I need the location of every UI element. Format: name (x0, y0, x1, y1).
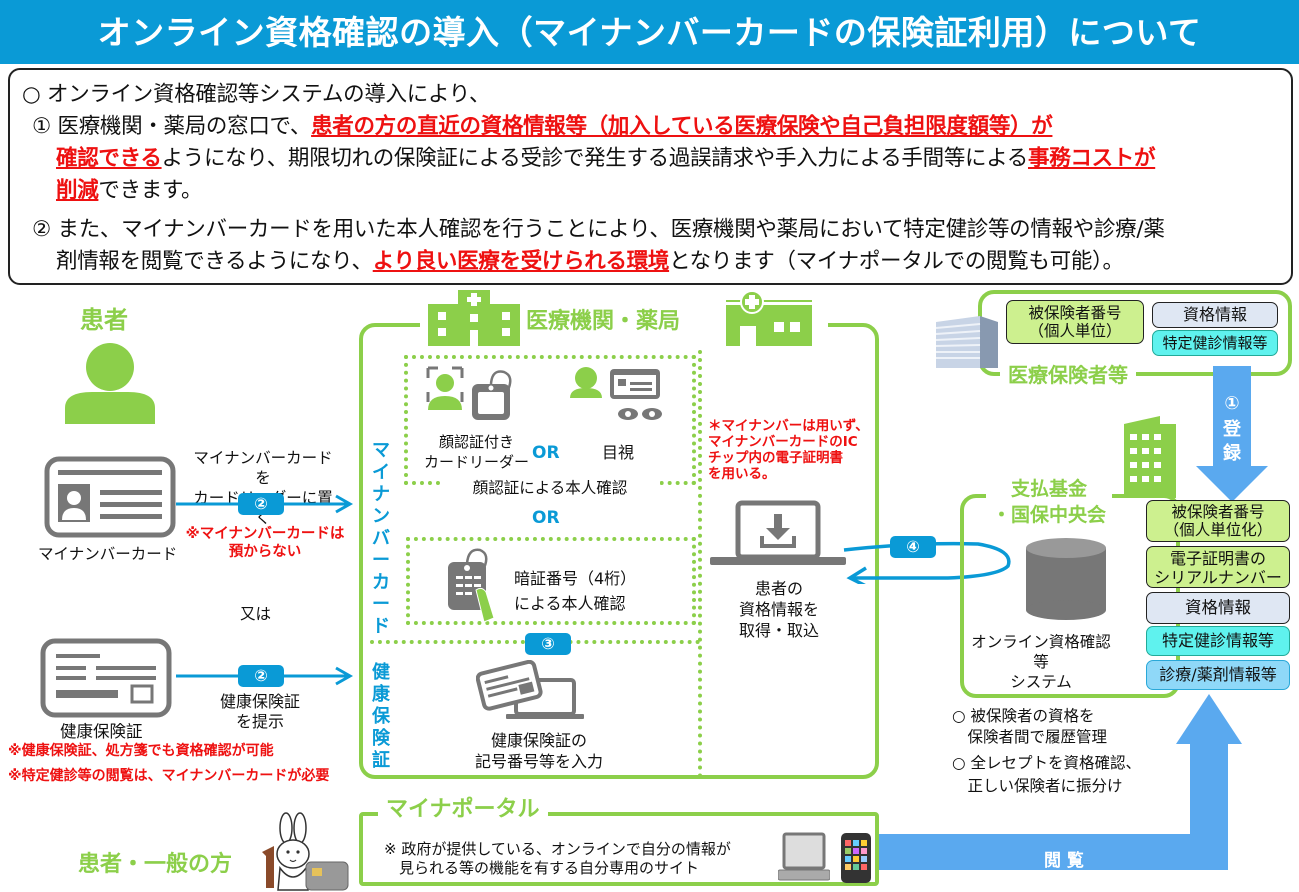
mynumber-card-label: マイナンバーカード (38, 545, 178, 563)
portal-desc: ※ 政府が提供している、オンラインで自分の情報が 見られる等の機能を有する自分専… (384, 840, 731, 877)
insurer-box-number: 被保険者番号 （個人単位） (1006, 300, 1144, 344)
badge-4: ④ (890, 536, 936, 558)
fund-box-cert-serial: 電子証明書の シリアルナンバー (1146, 546, 1290, 588)
fund-system-label: オンライン資格確認等 システム (971, 633, 1111, 691)
vlabel-mynumber: マイナンバーカード (372, 440, 390, 637)
point1-prefix: 医療機関・薬局の窓口で、 (57, 114, 312, 139)
pin-auth-box (406, 537, 696, 625)
register-down-arrow-icon (1196, 366, 1268, 502)
or-text: 又は (240, 605, 272, 623)
portal-frame (359, 812, 879, 886)
visual-check-icon (570, 367, 662, 420)
view-label: 閲 覧 (1044, 851, 1084, 871)
pin-reader-icon (448, 548, 495, 622)
mynumber-card-icon (44, 456, 176, 538)
pin-label: 暗証番号（4桁） による本人確認 (514, 569, 637, 613)
fund-box-qualification: 資格情報 (1146, 592, 1290, 624)
insurance-card-label: 健康保険証 (60, 722, 143, 741)
point2-num: ② (32, 217, 51, 242)
fund-bullet-2: ○ 全レセプトを資格確認、 正しい保険者に振分け (952, 754, 1141, 795)
fund-box-number: 被保険者番号 （個人単位化） (1146, 500, 1290, 542)
download-laptop-icon (710, 500, 846, 565)
summary-point2-line2: 剤情報を閲覧できるようになり、より良い医療を受けられる環境となります（マイナポー… (56, 247, 1124, 277)
fund-bullet-1: ○ 被保険者の資格を 保険者間で履歴管理 (952, 707, 1108, 746)
insurer-box-checkup: 特定健診情報等 (1152, 330, 1278, 356)
arrow2-badge: ② (238, 665, 284, 687)
point1-num: ① (32, 114, 51, 139)
summary-point1-line1: ① 医療機関・薬局の窓口で、患者の方の直近の資格情報等（加入している医療保険や自… (32, 112, 1053, 142)
summary-intro: ○ オンライン資格確認等システムの導入により、 (22, 82, 491, 107)
point2-suffix: となります（マイナポータルでの閲覧も可能）。 (669, 249, 1124, 274)
page-title: オンライン資格確認の導入（マイナンバーカードの保険証利用）について (0, 0, 1299, 64)
database-icon (1026, 538, 1106, 620)
mynaportal-mascot-icon (262, 812, 349, 891)
summary-point1-line2: 確認できるようになり、期限切れの保険証による受診で発生する過誤請求や手入力による… (56, 144, 1156, 174)
point2-line1: また、マイナンバーカードを用いた本人確認を行うことにより、医療機関や薬局において… (57, 217, 1165, 242)
clinic-divider (698, 350, 702, 778)
summary-point1-line3: 削減できます。 (56, 176, 203, 206)
badge-3: ③ (525, 633, 571, 655)
portal-pc-icon (778, 832, 830, 881)
general-public-title: 患者・一般の方 (78, 852, 233, 877)
point2-highlight: より良い医療を受けられる環境 (372, 249, 670, 274)
point1-highlight-2a: 事務コストが (1028, 146, 1156, 171)
point1-highlight-b: 確認できる (56, 146, 162, 171)
insurer-title: 医療保険者等 (1000, 362, 1136, 388)
fund-box-medication: 診療/薬剤情報等 (1146, 660, 1290, 690)
clinic-title: 医療機関・薬局 (526, 309, 681, 334)
face-reader-icon (426, 366, 512, 420)
insurer-box-qualification: 資格情報 (1152, 302, 1278, 328)
register-label: 登 録 (1223, 419, 1241, 464)
face-auth-caption: 顔認証による本人確認 (440, 478, 660, 498)
patient-note-2: ※特定健診等の閲覧は、マイナンバーカードが必要 (8, 768, 330, 784)
patient-title: 患者 (80, 306, 128, 334)
point2-prefix: 剤情報を閲覧できるようになり、 (56, 249, 373, 274)
or-2: OR (532, 508, 560, 528)
insurance-input-label: 健康保険証の 記号番号等を入力 (474, 731, 603, 771)
fund-box-checkup: 特定健診情報等 (1146, 626, 1290, 656)
vlabel-insurance: 健康保険証 (372, 662, 390, 771)
ic-note: ＊マイナンバーは用いず、 マイナンバーカードのIC チップ内の電子証明書 を用い… (708, 418, 869, 482)
portal-smartphone-icon (841, 833, 871, 883)
view-arrow-icon (876, 694, 1242, 870)
face-reader-label: 顔認証付き カードリーダー (424, 433, 530, 471)
register-badge: ① (1224, 393, 1240, 414)
insurance-card-icon (40, 638, 172, 718)
arrow1-note: ※マイナンバーカードは 預からない (185, 526, 345, 560)
arrow2-label: 健康保険証 を提示 (219, 692, 300, 731)
arrow1-badge: ② (238, 493, 284, 515)
summary-point2-line1: ② また、マイナンバーカードを用いた本人確認を行うことにより、医療機関や薬局にお… (32, 215, 1165, 245)
hospital-icon (428, 290, 520, 346)
fund-title: 支払基金 ・国保中央会 (986, 476, 1113, 528)
insurance-input-laptop-icon (476, 660, 584, 719)
fund-building-icon (1124, 416, 1176, 498)
patient-note-1: ※健康保険証、処方箋でも資格確認が可能 (8, 743, 274, 759)
portal-title: マイナポータル (378, 796, 548, 824)
patient-person-icon (65, 343, 155, 424)
or-1: OR (532, 443, 560, 463)
visual-label: 目視 (602, 443, 635, 462)
point1-highlight-a: 患者の方の直近の資格情報等（加入している医療保険や自己負担限度額等）が (311, 114, 1053, 139)
point1-highlight-2b: 削減 (56, 178, 99, 203)
point1-suffix: できます。 (98, 178, 203, 203)
pharmacy-icon (726, 290, 812, 346)
point1-middle: ようになり、期限切れの保険証による受診で発生する過誤請求や手入力による手間等によ… (161, 146, 1029, 171)
laptop-label: 患者の 資格情報を 取得・取込 (738, 579, 819, 640)
insurer-building-icon (935, 316, 998, 368)
summary-box: ○ オンライン資格確認等システムの導入により、 ① 医療機関・薬局の窓口で、患者… (8, 68, 1293, 285)
